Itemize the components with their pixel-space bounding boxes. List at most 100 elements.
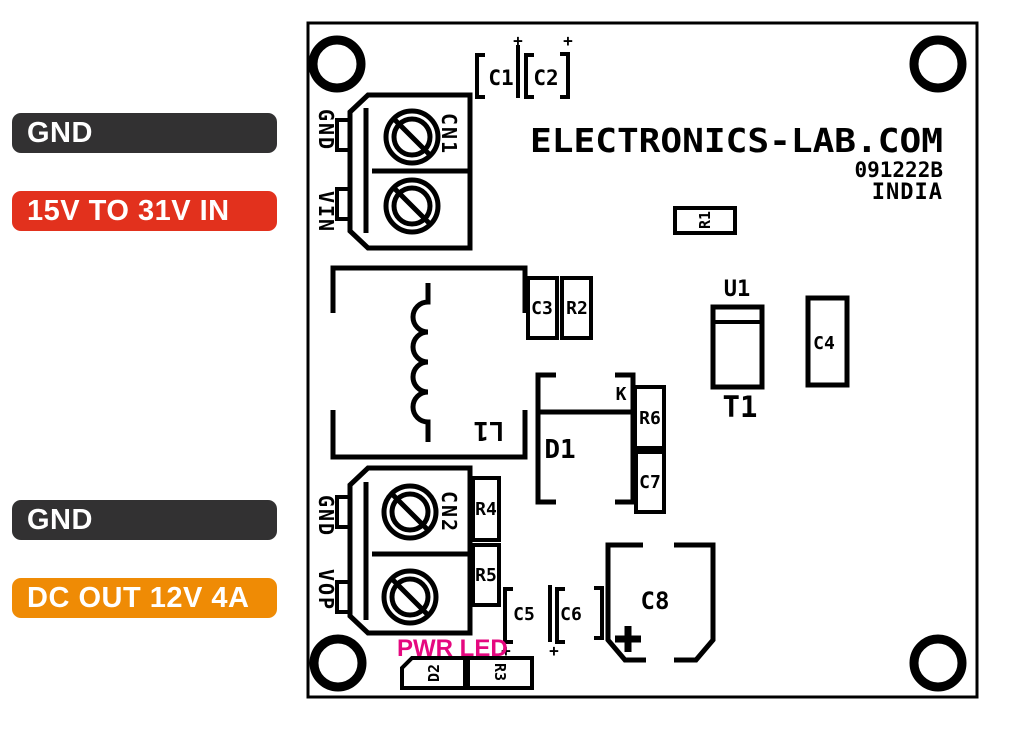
- c8-ref: C8: [641, 587, 670, 615]
- led-d2: D2: [400, 656, 467, 690]
- c2-bracket-close: [560, 52, 570, 99]
- resistor-r3: R3: [466, 656, 534, 690]
- c8-polarity-plus-icon: [615, 626, 641, 652]
- board-title: ELECTRONICS-LAB.COM: [530, 121, 943, 160]
- t1-ref: T1: [723, 390, 758, 424]
- cn1-ref: CN1: [437, 113, 461, 155]
- c1-plus: +: [513, 31, 523, 50]
- c6-plus: +: [549, 641, 559, 660]
- c3-ref: C3: [531, 298, 553, 319]
- board-code: 091222B: [854, 158, 943, 182]
- r3-ref: R3: [491, 663, 509, 681]
- cn2-terminal-block: GND VOP CN2: [314, 465, 473, 636]
- c2-ref: C2: [533, 66, 558, 90]
- screw-outer: [383, 177, 441, 235]
- d1-bracket-left: [535, 372, 556, 505]
- mounting-hole-top-right: [909, 35, 967, 93]
- l1-outline-bottom: [330, 410, 528, 460]
- c4-body: [805, 295, 850, 388]
- cap-c3: C3: [526, 276, 559, 340]
- cn2-screw-terminal-icon: [381, 568, 439, 626]
- u1-body: [710, 304, 765, 390]
- regulator-u1: U1 T1: [710, 277, 765, 424]
- r5-body: [471, 543, 501, 607]
- cap-c7: C7: [634, 450, 666, 514]
- c3-body: [526, 276, 559, 340]
- mounting-hole-top-left: [308, 35, 366, 93]
- cn1-screw-terminal-icon: [383, 108, 441, 166]
- cn2-vop-label: VOP: [314, 569, 338, 611]
- l1-outline-top: [330, 265, 528, 313]
- c8-outline-right: [674, 542, 716, 663]
- c1-bracket: [475, 53, 485, 99]
- c6-bracket-close: [594, 586, 604, 640]
- c6-ref: C6: [560, 604, 582, 625]
- r6-body: [633, 385, 666, 450]
- inductor-l1: L1: [330, 265, 528, 460]
- coil-icon: [410, 283, 431, 442]
- cap-c5-marking: C5 +: [501, 585, 552, 660]
- screw-slot: [392, 186, 432, 226]
- r2-body: [560, 276, 593, 340]
- cap-c6-marking: C6 +: [549, 586, 604, 660]
- c6-bracket-open: [555, 587, 565, 644]
- screw-slot: [390, 577, 430, 617]
- r6-ref: R6: [639, 408, 661, 429]
- r2-ref: R2: [566, 298, 588, 319]
- io-label-gnd-top: GND: [12, 113, 277, 153]
- mounting-hole-bottom-left: [309, 634, 367, 692]
- screw-outer: [381, 568, 439, 626]
- resistor-r1: R1: [673, 206, 737, 235]
- r4-ref: R4: [475, 499, 497, 520]
- cn1-screw-terminal-icon: [383, 177, 441, 235]
- resistor-r4: R4: [471, 476, 501, 542]
- cn2-body: [347, 465, 473, 636]
- c5-ref: C5: [513, 604, 535, 625]
- cn1-vin-label: VIN: [314, 191, 338, 233]
- c5-bracket: [503, 587, 513, 644]
- l1-ref: L1: [473, 415, 504, 445]
- d1-cathode-mark: K: [616, 384, 627, 405]
- r1-ref: R1: [696, 211, 714, 229]
- diode-d1: K D1: [535, 372, 636, 505]
- cn2-ref: CN2: [437, 491, 461, 533]
- io-label-dc-out: DC OUT 12V 4A: [12, 578, 277, 618]
- r4-body: [471, 476, 501, 542]
- screw-inner: [391, 116, 433, 158]
- screw-slot: [390, 492, 430, 532]
- u1-ref: U1: [724, 277, 751, 302]
- d2-ref: D2: [425, 664, 443, 682]
- cn2-gnd-label: GND: [314, 495, 338, 537]
- mounting-hole-bottom-right: [909, 634, 967, 692]
- cn1-gnd-label: GND: [314, 109, 338, 151]
- screw-inner: [389, 576, 431, 618]
- r1-body: [673, 206, 737, 235]
- cap-c1-marking: C1 +: [475, 31, 523, 99]
- c2-plus: +: [563, 31, 573, 50]
- io-label-voltage-in: 15V TO 31V IN: [12, 191, 277, 231]
- screw-outer: [381, 483, 439, 541]
- cn2-screw-terminal-icon: [381, 483, 439, 541]
- board-outline: [306, 21, 979, 699]
- r5-ref: R5: [475, 565, 497, 586]
- c8-outline-left: [605, 542, 646, 663]
- screw-inner: [389, 491, 431, 533]
- resistor-r5: R5: [471, 543, 501, 607]
- c2-bracket-open: [524, 53, 534, 99]
- cap-c8: C8: [605, 542, 716, 663]
- screw-inner: [391, 185, 433, 227]
- io-label-gnd-bottom: GND: [12, 500, 277, 540]
- resistor-r2: R2: [560, 276, 593, 340]
- screw-slot: [392, 117, 432, 157]
- c4-ref: C4: [813, 333, 835, 354]
- board-origin: INDIA: [872, 180, 943, 205]
- c5-plus: +: [501, 641, 511, 660]
- c7-body: [634, 450, 666, 514]
- r3-body: [466, 656, 534, 690]
- cap-c2-marking: C2 +: [524, 31, 573, 99]
- screw-outer: [383, 108, 441, 166]
- c1-ref: C1: [488, 66, 513, 90]
- cap-c4: C4: [805, 295, 850, 388]
